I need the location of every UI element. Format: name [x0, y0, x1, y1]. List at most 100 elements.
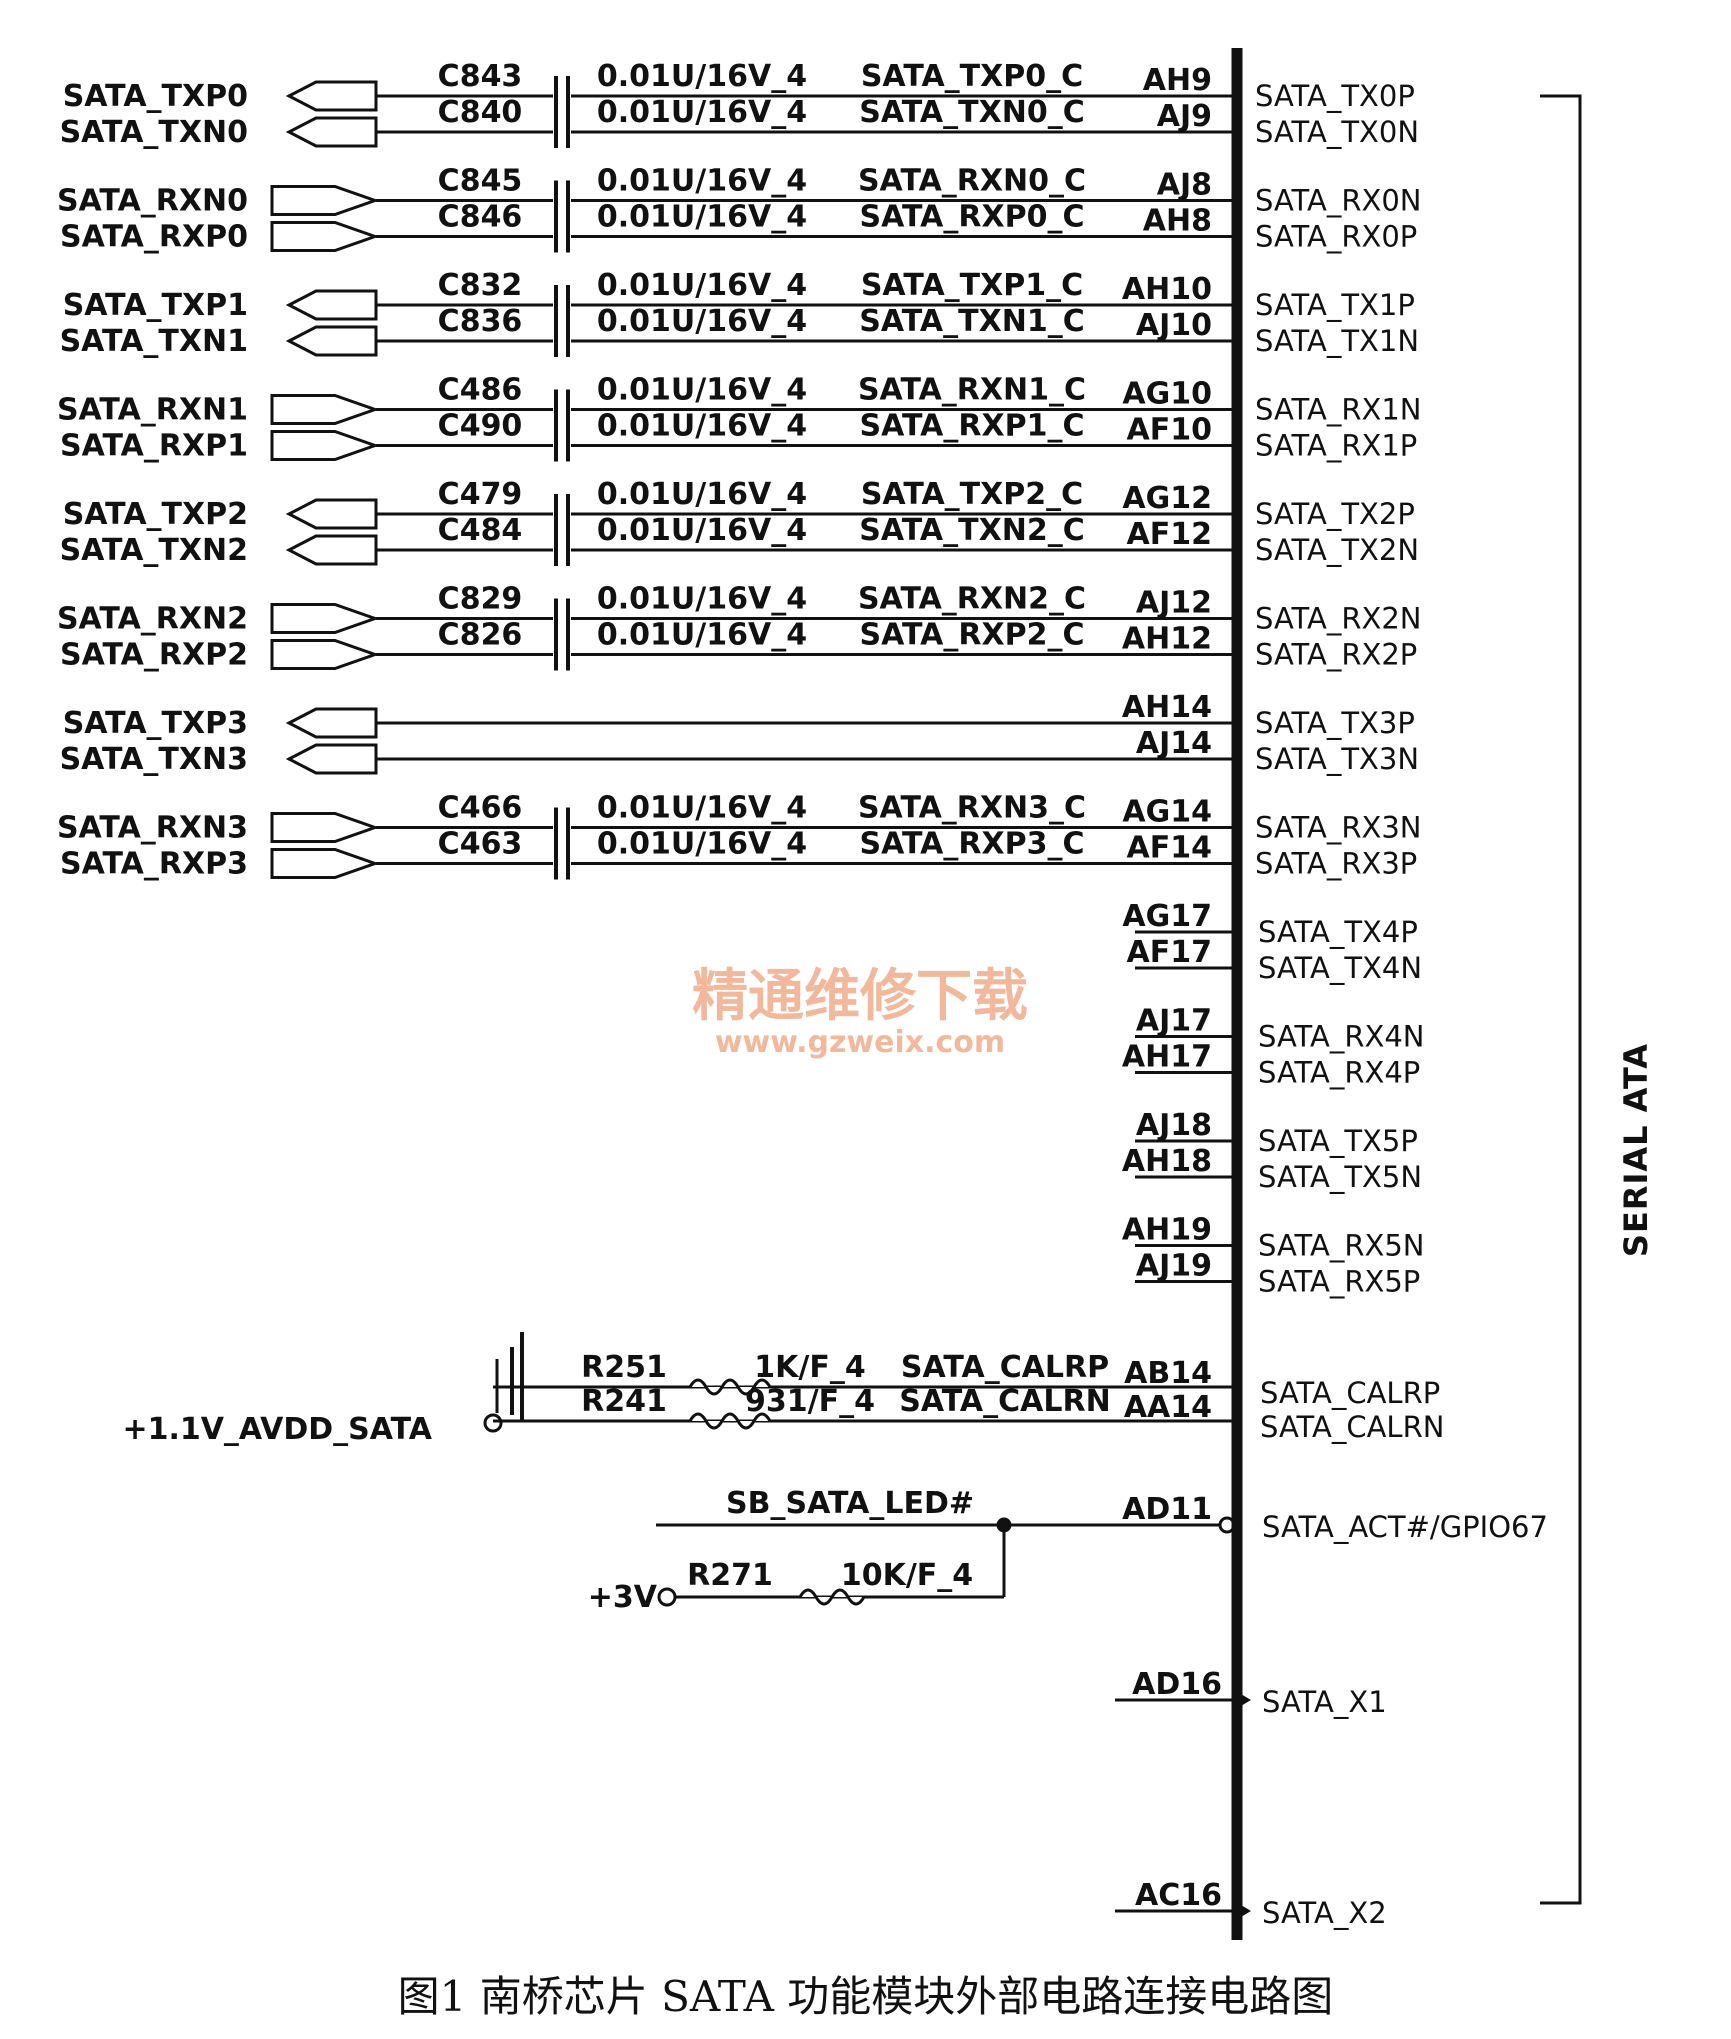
capacitor-ref-label: C845 — [438, 164, 523, 199]
signal-name-label: SATA_TXP2 — [63, 497, 248, 532]
signal-name-label: SATA_RXN3 — [57, 811, 248, 846]
capacitor-value-label: 0.01U/16V_4 — [597, 827, 807, 862]
pin-name-label: SATA_TX3N — [1255, 742, 1419, 776]
capacitor-ref-label: C836 — [438, 304, 523, 339]
net-name-label: SATA_CALRN — [899, 1384, 1110, 1419]
rail-label: +1.1V_AVDD_SATA — [122, 1412, 432, 1447]
ball-number-label: AF12 — [1127, 517, 1212, 552]
pin-name-label: SATA_RX4N — [1258, 1020, 1425, 1054]
capacitor-value-label: 0.01U/16V_4 — [597, 477, 807, 512]
pin-name-label: SATA_RX5P — [1258, 1265, 1420, 1299]
rail-terminal — [657, 1587, 677, 1607]
pin-name-label: SATA_RX4P — [1258, 1056, 1420, 1090]
pin-name-label: SATA_TX5P — [1258, 1124, 1418, 1158]
offpage-input-connector — [270, 639, 380, 670]
capacitor-value-label: 0.01U/16V_4 — [597, 618, 807, 653]
offpage-output-connector — [285, 707, 378, 739]
watermark-url: www.gzweix.com — [715, 1025, 1005, 1060]
ball-number-label: AJ17 — [1136, 1004, 1212, 1039]
ball-number-label: AG17 — [1122, 899, 1212, 934]
ball-number-label: AH17 — [1122, 1040, 1212, 1075]
signal-name-label: SATA_RXP0 — [60, 220, 248, 255]
offpage-output-connector — [285, 289, 378, 321]
net-name-label: SB_SATA_LED# — [726, 1486, 974, 1521]
capacitor-ref-label: C829 — [438, 582, 523, 617]
offpage-output-connector — [285, 80, 378, 112]
net-name-label: SATA_CALRP — [901, 1350, 1109, 1385]
ball-number-label: AH10 — [1122, 272, 1212, 307]
ball-number-label: AJ10 — [1136, 308, 1212, 343]
pin-name-label: SATA_X2 — [1262, 1896, 1387, 1930]
net-name-label: SATA_RXN3_C — [858, 791, 1086, 826]
net-name-label: SATA_RXP2_C — [860, 618, 1085, 653]
signal-name-label: SATA_TXP0 — [63, 79, 248, 114]
rail-terminal — [483, 1413, 503, 1433]
net-name-label: SATA_RXP1_C — [860, 409, 1085, 444]
net-name-label: SATA_TXP0_C — [861, 59, 1083, 94]
ball-number-label: AF10 — [1127, 413, 1212, 448]
watermark-logo: 精通维修下载 — [692, 963, 1028, 1029]
signal-name-label: SATA_RXP1 — [60, 429, 248, 464]
capacitor-value-label: 0.01U/16V_4 — [597, 373, 807, 408]
pin-name-label: SATA_TX3P — [1255, 706, 1415, 740]
pin-name-label: SATA_RX0N — [1255, 184, 1422, 218]
offpage-output-connector — [285, 498, 378, 530]
capacitor-value-label: 0.01U/16V_4 — [597, 200, 807, 235]
pin-name-label: SATA_TX2P — [1255, 497, 1415, 531]
offpage-input-connector — [270, 848, 380, 879]
pin-name-label: SATA_TX4N — [1258, 951, 1422, 985]
signal-name-label: SATA_TXN1 — [60, 324, 248, 359]
capacitor-value-label: 0.01U/16V_4 — [597, 95, 807, 130]
ball-number-label: AJ18 — [1136, 1108, 1212, 1143]
ball-number-label: AD16 — [1132, 1667, 1222, 1702]
pin-name-label: SATA_RX0P — [1255, 220, 1417, 254]
resistor-symbol — [798, 1588, 866, 1606]
ball-number-label: AH9 — [1143, 63, 1212, 98]
pin-name-label: SATA_CALRP — [1260, 1376, 1440, 1410]
ball-number-label: AJ8 — [1157, 168, 1212, 203]
pin-name-label: SATA_ACT#/GPIO67 — [1262, 1510, 1548, 1544]
pin-name-label: SATA_TX1N — [1255, 324, 1419, 358]
capacitor-ref-label: C843 — [438, 59, 523, 94]
signal-name-label: SATA_TXN2 — [60, 533, 248, 568]
ball-number-label: AJ19 — [1136, 1249, 1212, 1284]
pin-name-label: SATA_X1 — [1262, 1685, 1387, 1719]
capacitor-ref-label: C826 — [438, 618, 523, 653]
pin-name-label: SATA_RX1N — [1255, 393, 1422, 427]
resistor-ref-label: R241 — [581, 1384, 667, 1419]
ball-number-label: AG10 — [1122, 377, 1212, 412]
capacitor-ref-label: C479 — [438, 477, 523, 512]
capacitor-value-label: 0.01U/16V_4 — [597, 513, 807, 548]
net-name-label: SATA_RXP3_C — [860, 827, 1085, 862]
capacitor-value-label: 0.01U/16V_4 — [597, 164, 807, 199]
signal-name-label: SATA_RXN2 — [57, 602, 248, 637]
rail-label: +3V — [588, 1580, 658, 1615]
ball-number-label: AH12 — [1122, 622, 1212, 657]
offpage-output-connector — [285, 534, 378, 566]
pin-name-label: SATA_RX5N — [1258, 1229, 1425, 1263]
ball-number-label: AD11 — [1122, 1492, 1212, 1527]
net-name-label: SATA_TXN0_C — [859, 95, 1084, 130]
resistor-value-label: 931/F_4 — [745, 1384, 875, 1419]
pin-name-label: SATA_TX0N — [1255, 115, 1419, 149]
signal-name-label: SATA_TXP3 — [63, 706, 248, 741]
offpage-input-connector — [270, 603, 380, 634]
ball-number-label: AG12 — [1122, 481, 1212, 516]
ball-number-label: AH14 — [1122, 690, 1212, 725]
resistor-symbol — [688, 1412, 772, 1430]
ball-number-label: AH19 — [1122, 1213, 1212, 1248]
capacitor-value-label: 0.01U/16V_4 — [597, 409, 807, 444]
ball-number-label: AA14 — [1124, 1390, 1212, 1425]
offpage-input-connector — [270, 430, 380, 461]
net-name-label: SATA_RXN0_C — [858, 164, 1086, 199]
offpage-output-connector — [285, 325, 378, 357]
pin-name-label: SATA_RX2P — [1255, 638, 1417, 672]
signal-name-label: SATA_RXP3 — [60, 847, 248, 882]
ball-number-label: AJ9 — [1157, 99, 1212, 134]
ball-number-label: AJ12 — [1136, 586, 1212, 621]
offpage-input-connector — [270, 185, 380, 216]
offpage-input-connector — [270, 394, 380, 425]
net-name-label: SATA_TXP2_C — [861, 477, 1083, 512]
capacitor-value-label: 0.01U/16V_4 — [597, 791, 807, 826]
pin-name-label: SATA_TX2N — [1255, 533, 1419, 567]
